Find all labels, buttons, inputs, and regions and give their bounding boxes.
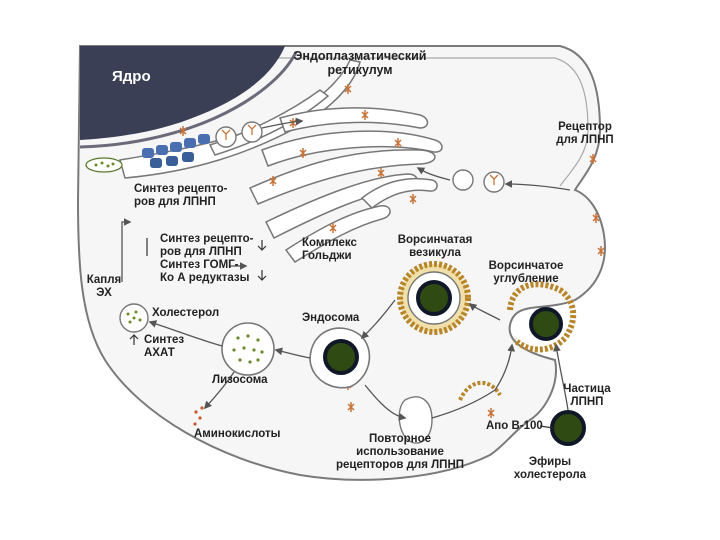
coated-vesicle-line-2: везикула xyxy=(409,247,461,259)
endosome-shape xyxy=(309,327,371,389)
lysosome-label: Лизосома xyxy=(212,374,268,386)
ldl-particle xyxy=(550,410,586,446)
cholesterol-esters-label: Эфиры холестерола xyxy=(500,456,600,482)
regulation-line-3: Синтез ГОМГ- xyxy=(160,259,239,271)
coated-pit-line-1: Ворсинчатое xyxy=(488,260,564,272)
ldl-receptor-line-1: Рецептор xyxy=(558,121,612,133)
golgi-line-2: Гольджи xyxy=(302,250,352,262)
ldl-particle-line-1: Частица xyxy=(563,383,611,395)
ce-droplet-line-1: Капля xyxy=(86,274,122,286)
flow-arrows xyxy=(121,117,571,421)
recycling-line-1: Повторное xyxy=(368,433,432,445)
regulation-line-1: Синтез рецепто- xyxy=(160,233,254,245)
coated-vesicle-line-1: Ворсинчатая xyxy=(397,234,473,246)
acat-synthesis-line-2: АХАТ xyxy=(144,347,175,359)
ldl-receptor-label: Рецептор для ЛПНП xyxy=(540,121,630,147)
cholesterol-esters-line-1: Эфиры xyxy=(528,456,572,468)
regulation-line-2: ров для ЛПНП xyxy=(160,246,242,258)
ce-droplet-line-2: ЭХ xyxy=(96,287,112,299)
coated-vesicle-label: Ворсинчатая везикула xyxy=(385,234,485,260)
coated-pit-line-2: углубление xyxy=(493,273,559,285)
coated-pit xyxy=(507,281,577,353)
nucleus-shape xyxy=(80,46,285,140)
ce-droplet xyxy=(119,303,149,333)
ribosome-studs xyxy=(142,134,210,168)
lysosome-shape xyxy=(221,322,275,376)
ce-droplet-label: Капля ЭХ xyxy=(84,274,124,300)
ldl-receptor-line-2: для ЛПНП xyxy=(556,134,614,146)
synthesis-vesicle xyxy=(85,157,123,173)
receptor-synthesis-line-1: Синтез рецепто- xyxy=(134,183,228,195)
recycling-label: Повторное использование рецепторов для Л… xyxy=(320,433,480,472)
ldl-particle-line-2: ЛПНП xyxy=(570,396,604,408)
golgi-line-1: Комплекс xyxy=(302,237,357,249)
receptor-synthesis-line-2: ров для ЛПНП xyxy=(134,196,216,208)
regulation-label: Синтез рецепто- ров для ЛПНП Синтез ГОМГ… xyxy=(160,233,253,285)
amino-acid-dots xyxy=(193,406,204,426)
regulation-line-4: Ко А редуктазы xyxy=(160,272,250,284)
receptor-synthesis-label: Синтез рецепто- ров для ЛПНП xyxy=(134,183,227,209)
ldl-particle-label: Частица ЛПНП xyxy=(552,383,622,409)
acat-synthesis-label: Синтез АХАТ xyxy=(144,334,184,360)
acat-synthesis-line-1: Синтез xyxy=(144,334,185,346)
endosome-label: Эндосома xyxy=(302,312,360,324)
coated-vesicle xyxy=(397,261,471,335)
amino-acids-label: Аминокислоты xyxy=(194,428,281,440)
er-label-line-1: Эндоплазматический xyxy=(293,49,427,63)
cholesterol-label: Холестерол xyxy=(152,307,220,319)
apo-pointer xyxy=(539,425,554,429)
er-label: Эндоплазматический ретикулум xyxy=(285,49,435,77)
recycling-line-2: использование xyxy=(356,446,444,458)
coated-pit-label: Ворсинчатое углубление xyxy=(476,260,576,286)
er-label-line-2: ретикулум xyxy=(327,63,393,77)
recycling-line-3: рецепторов для ЛПНП xyxy=(335,459,465,471)
regulation-arrows xyxy=(129,238,267,345)
nucleus-label: Ядро xyxy=(112,68,151,85)
membrane-invagination xyxy=(458,380,502,401)
golgi-complex xyxy=(248,107,443,264)
apo-b100-label: Апо В-100 xyxy=(486,420,543,432)
nucleus-envelope xyxy=(79,51,298,149)
golgi-label: Комплекс Гольджи xyxy=(302,237,357,263)
vesicle-receptors xyxy=(221,124,499,185)
cell-membrane-inner xyxy=(92,57,589,187)
cholesterol-esters-line-2: холестерола xyxy=(513,469,587,481)
